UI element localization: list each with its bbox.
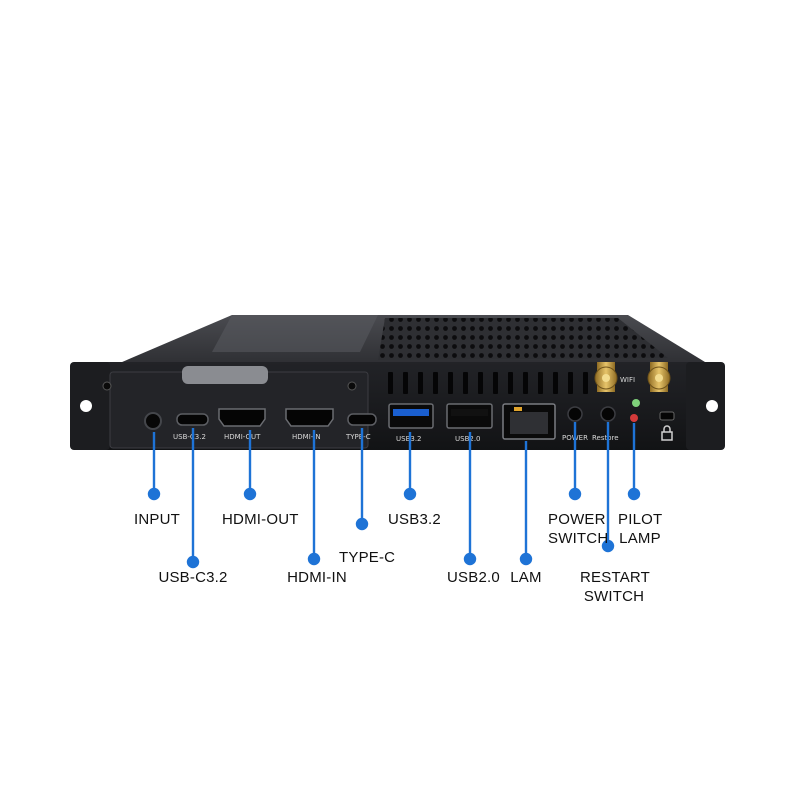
- callout-label-type-c: TYPE-C: [339, 548, 396, 567]
- ear-hole-left: [80, 400, 92, 412]
- hdmi-in-text: HDMI-IN: [292, 433, 321, 441]
- callout-text-line2: LAMP: [619, 530, 661, 547]
- pilot-led-red: [630, 414, 638, 422]
- callout-label-restart-switch: RESTART SWITCH: [580, 568, 651, 606]
- callout-label-usb20: USB2.0: [447, 568, 500, 587]
- wifi-antenna-left: [594, 362, 618, 392]
- usb-c32-text: USB-C3.2: [173, 433, 206, 441]
- callout-text-line1: PILOT: [618, 511, 663, 528]
- callout-label-usb-c32: USB-C3.2: [156, 568, 230, 587]
- callout-dot-hdmi-in: [307, 552, 321, 566]
- front-vent-slots: [388, 372, 588, 394]
- hdmi-in-port: [285, 408, 334, 427]
- callout-dot-usb-c32: [186, 555, 200, 569]
- callout-dot-usb32: [403, 487, 417, 501]
- restore-button: [600, 406, 616, 422]
- callout-label-pilot-lamp: PILOT LAMP: [618, 510, 662, 548]
- wifi-antenna-right: [647, 362, 671, 392]
- callout-dot-type-c: [355, 517, 369, 531]
- power-button: [567, 406, 583, 422]
- usb32-text: USB3.2: [396, 435, 422, 443]
- callout-label-power-switch: POWER SWITCH: [548, 510, 609, 548]
- usb32-tongue: [393, 409, 429, 416]
- usb-c32-port: [176, 413, 209, 426]
- mounting-ear-right: [686, 362, 725, 450]
- wifi-text: WIFI: [620, 376, 635, 384]
- callout-dot-usb20: [463, 552, 477, 566]
- io-screw-right: [347, 381, 357, 391]
- callout-text-line2: SWITCH: [583, 588, 645, 605]
- callout-text: HDMI-IN: [287, 569, 347, 586]
- callout-label-input: INPUT: [134, 510, 180, 529]
- top-panel-plain: [212, 315, 378, 352]
- usb20-tongue: [451, 409, 488, 416]
- lock-icon: [661, 425, 673, 441]
- callout-text: USB3.2: [388, 511, 441, 528]
- callout-label-hdmi-out: HDMI-OUT: [222, 510, 298, 529]
- hdmi-out-text: HDMI-OUT: [224, 433, 261, 441]
- pilot-led-green: [632, 399, 640, 407]
- usb20-text: USB2.0: [455, 435, 481, 443]
- callout-dot-input: [147, 487, 161, 501]
- callout-text: USB2.0: [447, 569, 500, 586]
- kensington-slot: [659, 411, 675, 421]
- callout-dot-pilot: [627, 487, 641, 501]
- callout-text-line1: POWER: [548, 511, 606, 528]
- callout-dot-restart: [601, 539, 615, 553]
- callout-text: TYPE-C: [339, 549, 396, 566]
- restore-text: Restore: [592, 434, 619, 442]
- io-screw-left: [102, 381, 112, 391]
- top-vent-grille: [378, 318, 668, 360]
- callout-label-lam: LAM: [507, 568, 545, 587]
- lan-socket: [510, 412, 548, 434]
- audio-jack: [144, 412, 162, 430]
- callout-dot-power: [568, 487, 582, 501]
- callout-label-hdmi-in: HDMI-IN: [287, 568, 347, 587]
- callout-text-line2: SWITCH: [548, 530, 609, 547]
- callout-text: HDMI-OUT: [222, 511, 299, 528]
- callout-text: USB-C3.2: [158, 569, 228, 586]
- callout-text-line1: RESTART: [580, 569, 651, 586]
- type-c-text: TYPE-C: [345, 433, 371, 441]
- type-c-port: [347, 413, 377, 426]
- callout-text: INPUT: [134, 511, 180, 528]
- callout-dot-hdmi-out: [243, 487, 257, 501]
- hdmi-out-port: [218, 408, 266, 427]
- lan-led: [514, 407, 522, 411]
- callout-label-usb32: USB3.2: [388, 510, 441, 529]
- callout-text: LAM: [510, 569, 542, 586]
- callout-dot-lam: [519, 552, 533, 566]
- ear-hole-right: [706, 400, 718, 412]
- callout-lines: [147, 422, 641, 569]
- io-plate-tab: [182, 366, 268, 384]
